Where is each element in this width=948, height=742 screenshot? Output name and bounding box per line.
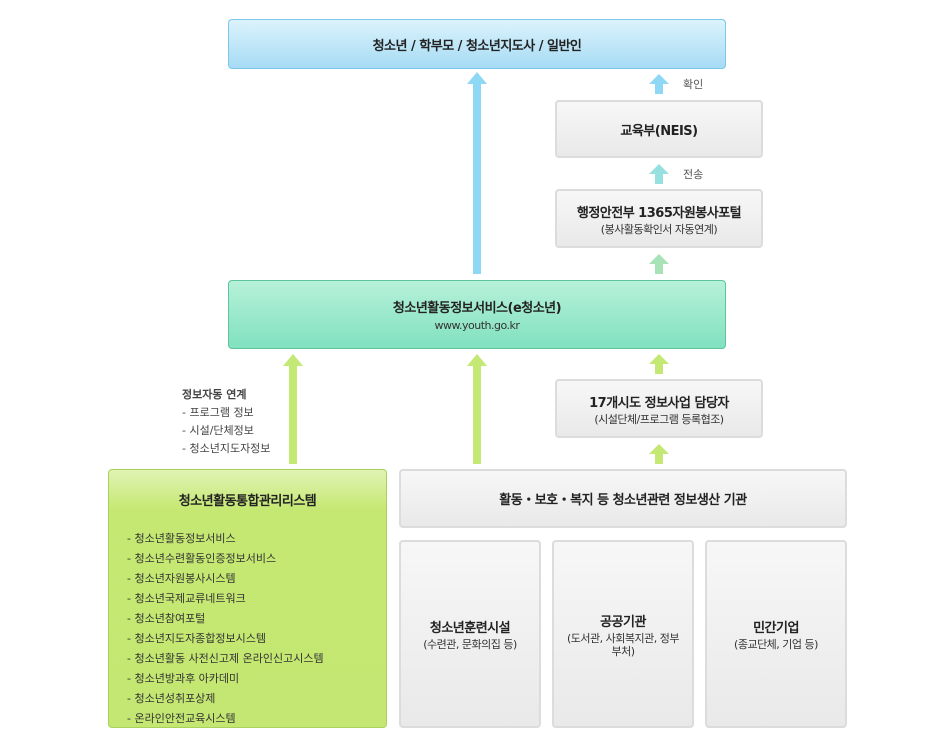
producer-card: 청소년훈련시설 (수련관, 문화의집 등) [399,540,541,728]
arrow-up-icon [649,444,669,464]
list-item: - 청소년국제교류네트워크 [127,592,246,605]
eyouth-title: 청소년활동정보서비스(e청소년) [392,301,562,316]
neis-title: 교육부(NEIS) [620,123,698,139]
producer-card: 민간기업 (종교단체, 기업 등) [705,540,847,728]
neis-box: 교육부(NEIS) [555,100,763,158]
users-title: 청소년 / 학부모 / 청소년지도사 / 일반인 [372,38,582,54]
arrow-up-icon [649,74,669,94]
list-item: - 청소년참여포털 [127,612,206,625]
integrated-system-list: - 청소년활동정보서비스 - 청소년수련활동인증정보서비스 - 청소년자원봉사시… [127,529,386,729]
eyouth-box: 청소년활동정보서비스(e청소년) www.youth.go.kr [228,280,726,349]
confirm-label: 확인 [683,78,704,91]
arrow-up-icon [649,164,669,184]
city-title: 17개시도 정보사업 담당자 [589,395,729,411]
integrated-system-title: 청소년활동통합관리리스템 [178,494,317,509]
city-subtitle: (시설단체/프로그램 등록협조) [594,412,724,426]
city-box: 17개시도 정보사업 담당자 (시설단체/프로그램 등록협조) [555,379,763,438]
producer-subtitle: (도서관, 사회복지관, 정부부처) [567,631,679,658]
producer-title: 민간기업 [753,621,799,636]
auto-link-item: - 프로그램 정보 [182,406,254,419]
auto-link-title: 정보자동 연계 [182,388,247,401]
arrow-up-icon [283,354,303,464]
producer-title: 공공기관 [600,614,646,630]
producer-card: 공공기관 (도서관, 사회복지관, 정부부처) [552,540,694,728]
arrow-up-icon [467,72,487,274]
integrated-system-box: 청소년활동통합관리리스템 - 청소년활동정보서비스 - 청소년수련활동인증정보서… [108,469,387,728]
producers-title: 활동・보호・복지 등 청소년관련 정보생산 기관 [499,493,747,508]
mois-title: 행정안전부 1365자원봉사포털 [576,205,742,221]
send-label: 전송 [683,168,704,181]
list-item: - 청소년방과후 아카데미 [127,672,240,685]
producers-box: 활동・보호・복지 등 청소년관련 정보생산 기관 [399,469,847,528]
producer-title: 청소년훈련시설 [429,621,511,636]
list-item: - 온라인안전교육시스템 [127,712,236,725]
list-item: - 청소년활동정보서비스 [127,532,236,545]
list-item: - 청소년지도자종합정보시스템 [127,632,267,645]
mois-box: 행정안전부 1365자원봉사포털 (봉사활동확인서 자동연계) [555,189,763,248]
list-item: - 청소년수련활동인증정보서비스 [127,552,277,565]
users-box: 청소년 / 학부모 / 청소년지도사 / 일반인 [228,19,726,69]
auto-link-item: - 시설/단체정보 [182,424,254,437]
auto-link-note: 정보자동 연계 - 프로그램 정보 - 시설/단체정보 - 청소년지도자정보 [182,386,270,458]
mois-subtitle: (봉사활동확인서 자동연계) [600,222,718,236]
list-item: - 청소년성취포상제 [127,692,216,705]
producer-subtitle: (수련관, 문화의집 등) [423,638,517,651]
list-item: - 청소년활동 사전신고제 온라인신고시스템 [127,652,324,665]
arrow-up-icon [467,354,487,464]
arrow-up-icon [649,254,669,274]
eyouth-url[interactable]: www.youth.go.kr [434,319,520,332]
producer-subtitle: (종교단체, 기업 등) [734,638,818,651]
list-item: - 청소년자원봉사시스템 [127,572,236,585]
arrow-up-icon [649,354,669,374]
auto-link-item: - 청소년지도자정보 [182,442,271,455]
